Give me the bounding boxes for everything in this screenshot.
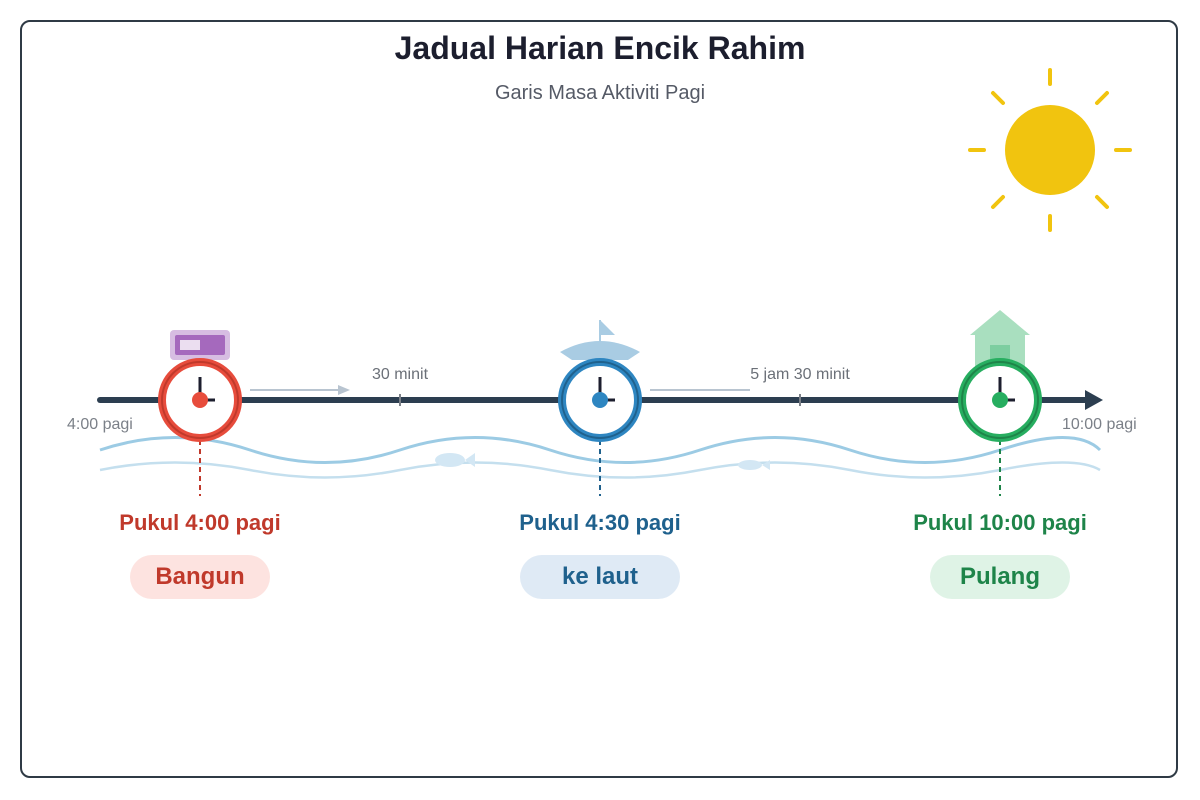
boat-icon <box>560 320 640 360</box>
clock-icon-3 <box>958 358 1042 442</box>
page-title: Jadual Harian Encik Rahim <box>394 30 806 66</box>
axis-start-label: 4:00 pagi <box>67 416 133 433</box>
activity-badge-1: Bangun <box>130 555 270 599</box>
duration-label-1: 30 minit <box>371 366 429 383</box>
page-subtitle: Garis Masa Aktiviti Pagi <box>494 82 706 104</box>
diagram-frame <box>20 20 1178 778</box>
clock-icon-2 <box>558 358 642 442</box>
axis-end-label: 10:00 pagi <box>1062 416 1137 433</box>
event-time-3: Pukul 10:00 pagi <box>913 510 1087 535</box>
clock-icon-1 <box>158 358 242 442</box>
event-time-2: Pukul 4:30 pagi <box>519 510 681 535</box>
sun-icon <box>968 68 1132 232</box>
duration-label-2: 5 jam 30 minit <box>750 366 850 383</box>
activity-badge-2: ke laut <box>520 555 680 599</box>
duration-arrow-1 <box>250 385 350 395</box>
water-waves <box>99 436 1102 479</box>
event-time-1: Pukul 4:00 pagi <box>119 510 281 535</box>
timeline-arrowhead <box>1085 390 1103 410</box>
activity-badge-3: Pulang <box>930 555 1070 599</box>
alarm-icon <box>170 330 230 360</box>
fish-icon <box>435 453 475 467</box>
fish-icon-small <box>738 460 770 470</box>
